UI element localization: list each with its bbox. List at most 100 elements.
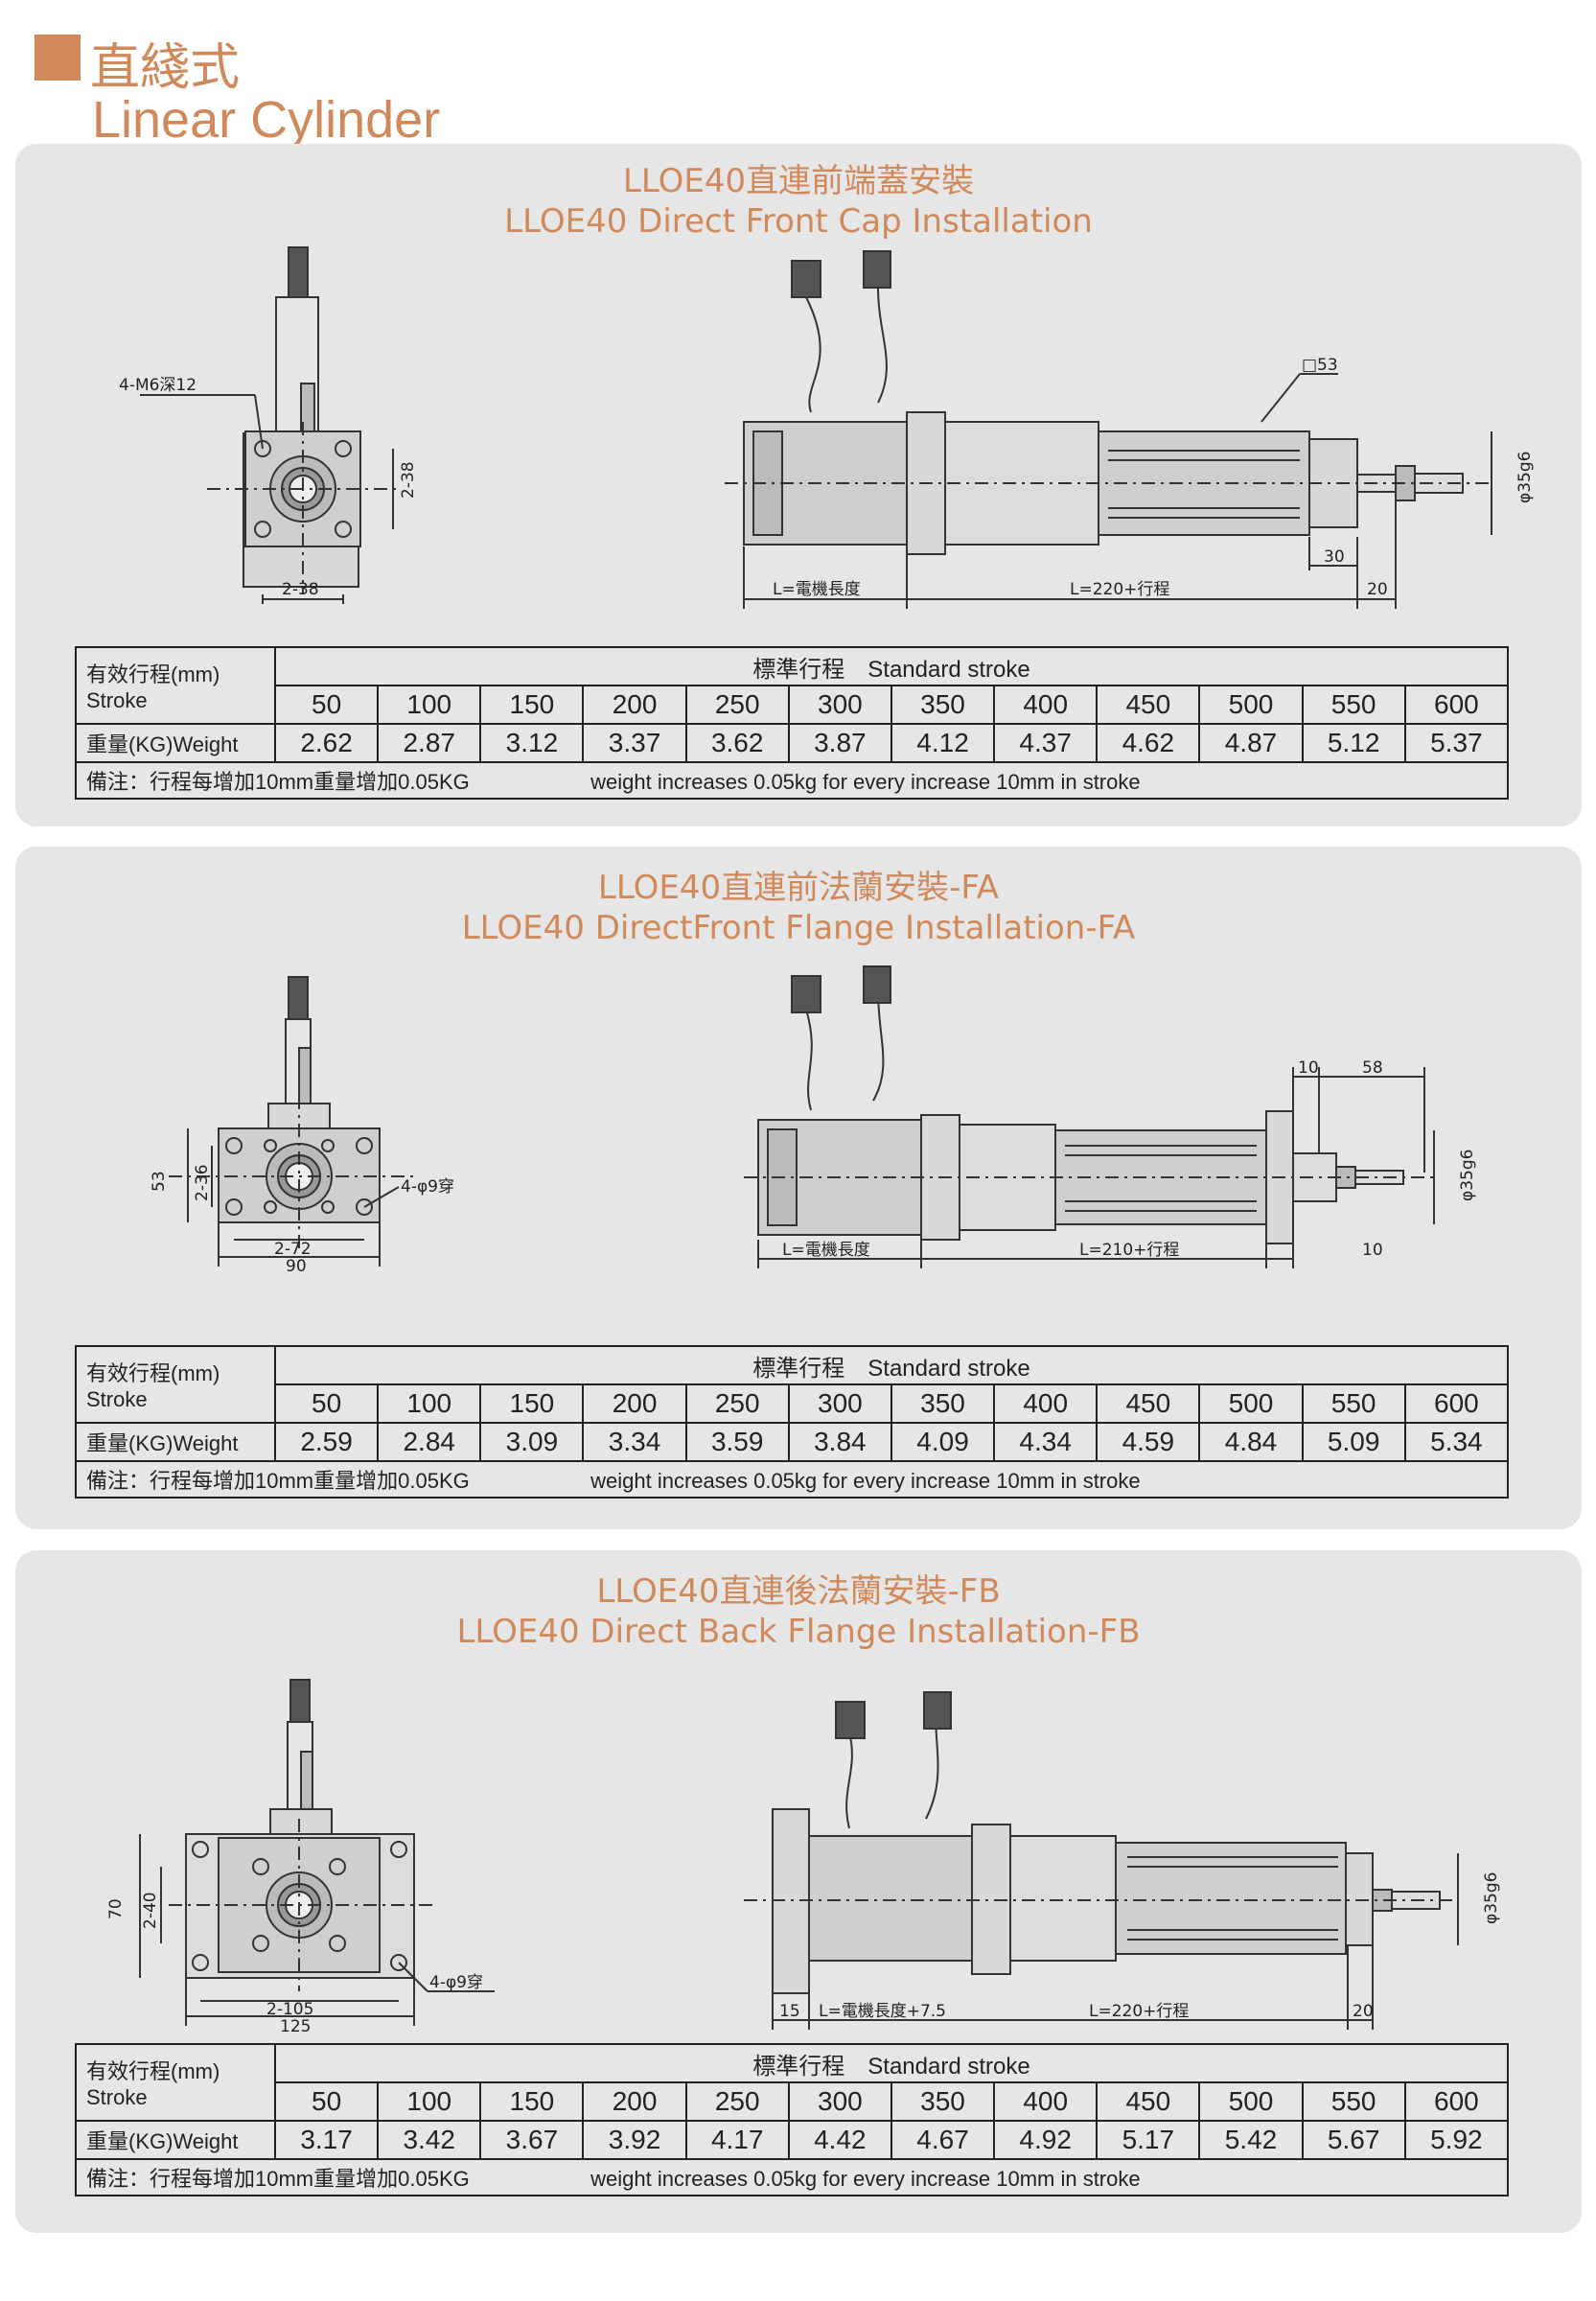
stroke-cell: 250 [684, 685, 790, 725]
stroke-cell: 50 [273, 1383, 380, 1424]
weight-cell: 3.62 [684, 723, 790, 763]
stroke-cell: 150 [479, 1383, 585, 1424]
panel-front-flange: LLOE40直連前法蘭安裝-FA LLOE40 DirectFront Flan… [15, 847, 1582, 1529]
weight-cell: 5.67 [1301, 2120, 1406, 2160]
note-cn: 備注：行程每增加10mm重量增加0.05KG [86, 770, 470, 794]
dim-20: 20 [1353, 2002, 1374, 2021]
weight-cell: 5.37 [1403, 723, 1510, 763]
weight-cell: 4.17 [684, 2120, 790, 2160]
dim-h53: 53 [150, 1171, 169, 1192]
weight-cell: 2.59 [273, 1422, 380, 1462]
dim-body-len: L=220+行程 [1070, 580, 1169, 599]
label-stroke-cn: 有效行程(mm) [86, 2059, 220, 2083]
weight-cell: 5.42 [1198, 2120, 1304, 2160]
front-cap-drawing: 4-M6深12 2-38 2-38 □53 φ35g6 L=電機長度 L=220… [119, 246, 1535, 609]
weight-cell: 3.92 [582, 2120, 687, 2160]
stroke-cell: 50 [273, 2081, 380, 2122]
note-cn: 備注：行程每增加10mm重量增加0.05KG [86, 1469, 470, 1493]
weight-cell: 4.34 [993, 1422, 1099, 1462]
dim-motor-len: L=電機長度 [782, 1241, 870, 1260]
weight-cell: 5.34 [1403, 1422, 1510, 1462]
spec-table: 有效行程(mm) Stroke 標準行程 Standard stroke 50 … [75, 1345, 1510, 1499]
stroke-cell: 350 [890, 2081, 996, 2122]
dim-58: 58 [1362, 1058, 1383, 1078]
note-cn: 備注：行程每增加10mm重量增加0.05KG [86, 2167, 470, 2191]
dim-w72: 2-72 [274, 1240, 312, 1259]
label-stroke: 有效行程(mm) Stroke [75, 1345, 276, 1424]
stroke-cell: 200 [582, 685, 687, 725]
dim-motor-len: L=電機長度+7.5 [819, 2002, 946, 2021]
note-en: weight increases 0.05kg for every increa… [590, 770, 1141, 794]
dim-30: 30 [1324, 547, 1345, 567]
weight-cell: 3.12 [479, 723, 585, 763]
weight-cell: 3.59 [684, 1422, 790, 1462]
stroke-cell: 500 [1198, 2081, 1304, 2122]
std-stroke-header: 標準行程 Standard stroke [274, 2043, 1509, 2083]
weight-cell: 4.84 [1198, 1422, 1304, 1462]
label-stroke-en: Stroke [86, 2085, 148, 2109]
dim-15: 15 [779, 2002, 800, 2021]
panel-title-cn: LLOE40直連前端蓋安裝 [622, 162, 975, 200]
weight-cell: 3.42 [377, 2120, 482, 2160]
stroke-cell: 550 [1301, 2081, 1406, 2122]
label-stroke: 有效行程(mm) Stroke [75, 646, 276, 725]
stroke-cell: 500 [1198, 1383, 1304, 1424]
stroke-cell: 400 [993, 1383, 1099, 1424]
dim-square: □53 [1302, 356, 1338, 375]
note-row: 備注：行程每增加10mm重量增加0.05KG weight increases … [75, 1460, 1509, 1499]
stroke-cell: 150 [479, 685, 585, 725]
stroke-cell: 350 [890, 1383, 996, 1424]
weight-cell: 3.09 [479, 1422, 585, 1462]
stroke-cell: 300 [787, 1383, 892, 1424]
stroke-cell: 550 [1301, 1383, 1406, 1424]
weight-cell: 5.12 [1301, 723, 1406, 763]
stroke-cell: 600 [1403, 2081, 1510, 2122]
weight-cell: 4.67 [890, 2120, 996, 2160]
dim-10a: 10 [1298, 1058, 1319, 1078]
dim-side: 2-38 [399, 461, 418, 499]
weight-cell: 2.62 [273, 723, 380, 763]
header-title-cn: 直綫式 [90, 39, 241, 97]
stroke-cell: 100 [377, 685, 482, 725]
note-cell: 備注：行程每增加10mm重量增加0.05KG weight increases … [75, 2158, 1509, 2196]
dim-body-len: L=220+行程 [1089, 2002, 1189, 2021]
label-stroke-cn: 有效行程(mm) [86, 1361, 220, 1385]
note-cell: 備注：行程每增加10mm重量增加0.05KG weight increases … [75, 761, 1509, 800]
stroke-cell: 400 [993, 2081, 1099, 2122]
weight-cell: 4.59 [1096, 1422, 1201, 1462]
stroke-cell: 600 [1403, 685, 1510, 725]
dim-holes: 4-M6深12 [119, 376, 197, 395]
panel-front-cap: LLOE40直連前端蓋安裝 LLOE40 Direct Front Cap In… [15, 144, 1582, 826]
weight-cell: 2.84 [377, 1422, 482, 1462]
back-flange-drawing: 70 2-40 4-φ9穿 2-105 125 φ35g6 15 L=電機長度+… [106, 1679, 1501, 2036]
stroke-cell: 200 [582, 1383, 687, 1424]
label-stroke: 有效行程(mm) Stroke [75, 2043, 276, 2122]
weight-cell: 4.09 [890, 1422, 996, 1462]
dim-h70: 70 [106, 1898, 126, 1919]
panel-title-en: LLOE40 DirectFront Flange Installation-F… [461, 909, 1136, 947]
label-stroke-en: Stroke [86, 1387, 148, 1411]
std-stroke-header: 標準行程 Standard stroke [274, 646, 1509, 686]
weight-cell: 5.09 [1301, 1422, 1406, 1462]
weight-cell: 5.92 [1403, 2120, 1510, 2160]
note-en: weight increases 0.05kg for every increa… [590, 2167, 1141, 2191]
label-stroke-cn: 有效行程(mm) [86, 662, 220, 686]
stroke-cell: 450 [1096, 2081, 1201, 2122]
stroke-cell: 450 [1096, 1383, 1201, 1424]
header-title-en: Linear Cylinder [92, 91, 441, 149]
front-flange-drawing: 53 2-36 4-φ9穿 2-72 90 10 58 φ35g6 L=電機長度… [150, 965, 1477, 1276]
dim-w90: 90 [286, 1257, 307, 1276]
stroke-row: 50 100 150 200 250 300 350 400 450 500 5… [76, 1383, 1510, 1424]
dim-h40: 2-40 [141, 1892, 160, 1929]
weight-cell: 3.34 [582, 1422, 687, 1462]
stroke-cell: 250 [684, 1383, 790, 1424]
dim-shaft: φ35g6 [1482, 1872, 1501, 1924]
label-weight: 重量(KG)Weight [75, 1422, 276, 1462]
dim-motor-len: L=電機長度 [773, 580, 861, 599]
weight-cell: 3.84 [787, 1422, 892, 1462]
weight-cell: 3.67 [479, 2120, 585, 2160]
dim-holes: 4-φ9穿 [401, 1177, 454, 1197]
weight-cell: 3.17 [273, 2120, 380, 2160]
header-square-marker [35, 35, 81, 81]
stroke-cell: 250 [684, 2081, 790, 2122]
